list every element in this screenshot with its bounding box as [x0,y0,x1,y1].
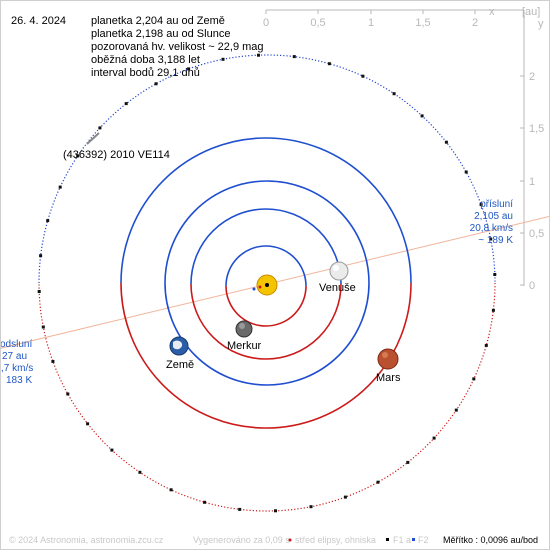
perihelion-distance: 2,105 au [474,211,513,222]
orbit-point [39,254,43,258]
orbit-point [343,495,347,499]
y-axis: 2 1,5 1 0,5 0 y [520,10,544,292]
y-tick-label: 0 [529,280,535,292]
aphelion-info: odsluní 27 au ,7 km/s 183 K [1,339,33,386]
orbit-point [309,505,313,509]
orbit-point [292,55,296,59]
orbit-point [327,62,331,66]
orbit-point [432,436,436,440]
orbit-point [37,290,41,293]
mars-planet [377,348,399,370]
y-tick-label: 1,5 [529,123,544,135]
orbit-point [484,343,488,347]
y-tick-label: 0,5 [529,228,544,240]
orbit-point [86,422,90,426]
perihelion-title: přísluní [480,199,513,210]
asteroid-marker [86,132,100,145]
orbit-point [46,219,50,223]
orbit-point [98,126,102,130]
orbit-point [138,470,142,474]
x-tick-label: 2 [472,17,478,29]
x-tick-label: 1 [368,17,374,29]
orbit-point [41,325,45,329]
orbit-point [124,102,128,106]
sun [252,274,278,296]
orbit-point [169,488,173,492]
info-line-distance-sun: planetka 2,198 au od Slunce [91,28,230,40]
orbit-point [479,203,483,207]
y-axis-name: y [538,18,544,30]
orbit-point [361,74,365,78]
axis-unit: [au] [522,6,540,18]
orbit-point [238,507,242,511]
mercury-planet [235,320,253,338]
asteroid-label: (436392) 2010 VE114 [63,149,170,161]
legend-f1-label: F1 a [393,535,411,545]
aphelion-distance: 27 au [2,351,27,362]
orbit-point [154,82,158,86]
scale-label: Měřítko : 0,0096 au/bod [443,535,538,545]
legend-f2-label: F2 [418,535,429,545]
info-line-distance-earth: planetka 2,204 au od Země [91,15,225,27]
f1-legend-marker [386,538,389,541]
orbit-point [493,273,497,276]
orbit-point [472,377,476,381]
perihelion-temperature: ~ 189 K [478,235,513,246]
y-tick-label: 1 [529,176,535,188]
aphelion-temperature: 183 K [6,375,32,386]
orbit-point [491,308,495,312]
perihelion-info: přísluní 2,105 au 20,8 km/s ~ 189 K [470,199,514,246]
orbit-point [66,392,70,396]
aphelion-title: odsluní [1,339,32,350]
orbit-point [58,185,62,189]
venus-planet [329,261,349,281]
info-line-interval: interval bodů 29,1 dnů [91,67,200,79]
orbit-point [76,154,80,158]
earth-orbit [164,180,370,386]
mars-orbit [120,137,412,429]
x-tick-label: 1,5 [415,17,430,29]
x-tick-label: 0 [263,17,269,29]
asteroid-orbit [38,54,496,512]
mercury-orbit [225,245,307,327]
asteroid-orbit-points [37,53,497,513]
earth-label: Země [166,359,194,371]
orbit-point [274,509,277,513]
x-tick-label: 0,5 [310,17,325,29]
info-line-period: oběžná doba 3,188 let [91,54,200,66]
orbit-point [454,408,458,412]
venus-orbit [190,208,342,360]
y-tick-label: 2 [529,71,535,83]
orbit-point [464,170,468,174]
x-axis: 0 0,5 1 1,5 2 x [au] [263,6,540,29]
copyright-text: © 2024 Astronomia, astronomia.zcu.cz [9,535,164,545]
orbit-point [257,53,260,57]
aphelion-speed: ,7 km/s [1,363,33,374]
orbit-point [406,460,410,464]
venus-label: Venuše [319,282,356,294]
center-legend-marker [288,538,292,542]
date-label: 26. 4. 2024 [11,15,66,27]
orbit-point [187,67,191,71]
orbit-point [51,359,55,363]
orbit-point [420,114,424,118]
orbit-point [110,448,114,452]
mercury-label: Merkur [227,340,262,352]
info-line-magnitude: pozorovaná hv. velikost ~ 22,9 mag [91,41,264,53]
mars-label: Mars [376,372,401,384]
orbit-point [203,500,207,504]
orbit-point [221,57,225,61]
f2-legend-marker [412,538,415,541]
orbit-point [392,92,396,96]
orbit-point [376,480,380,484]
orbit-point [444,140,448,144]
perihelion-speed: 20,8 km/s [470,223,513,234]
generated-time: Vygenerováno za 0,09 s [193,535,290,545]
orbit-point [489,237,493,241]
earth-planet [169,336,189,356]
legend-center-label: střed elipsy, ohniska [295,535,376,545]
x-axis-name: x [489,6,495,18]
